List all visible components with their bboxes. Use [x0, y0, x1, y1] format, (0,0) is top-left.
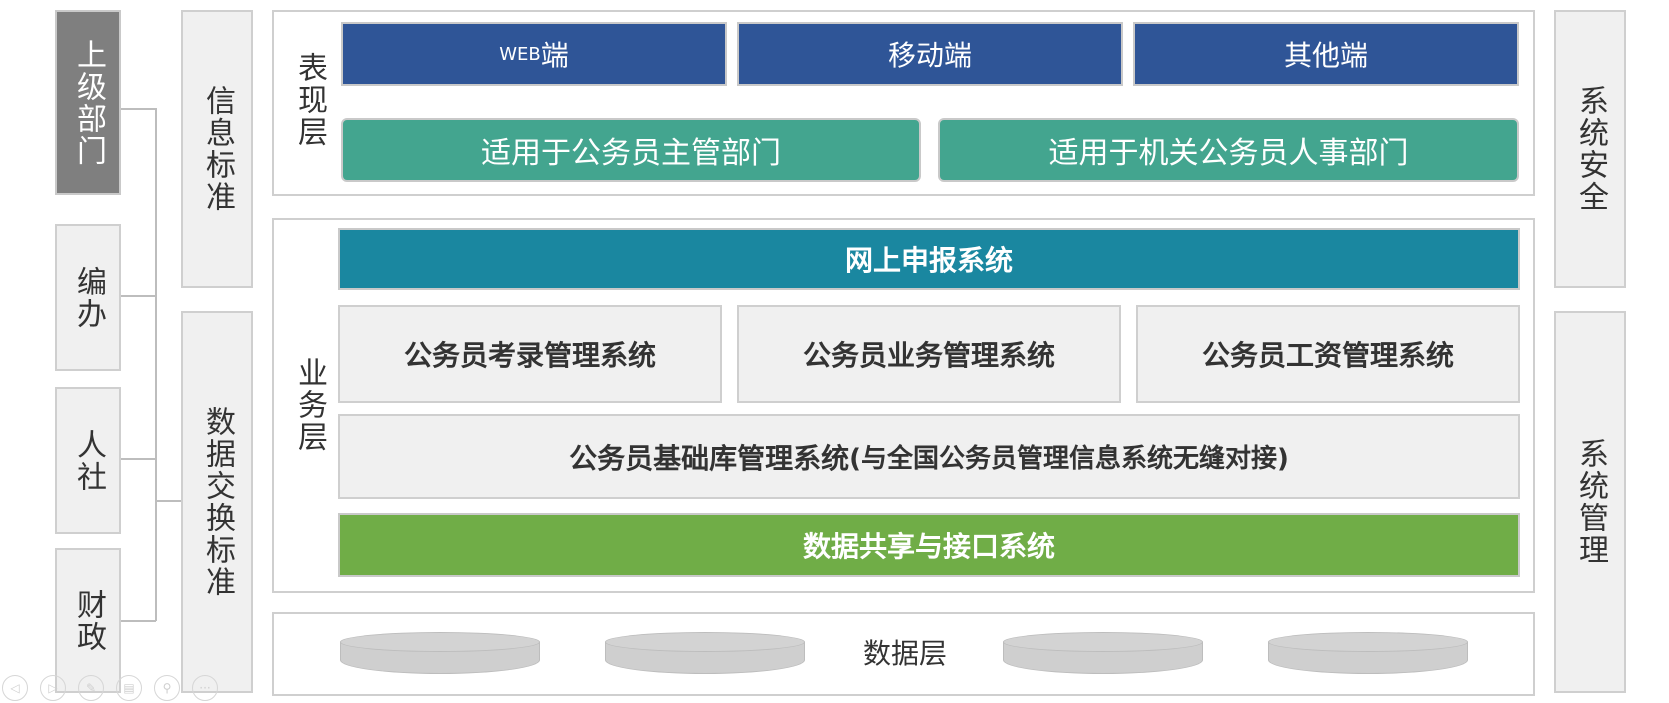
- online-declaration-system: 网上申报系统: [338, 228, 1520, 290]
- database-top: [605, 632, 805, 652]
- prev-icon[interactable]: ◁: [2, 675, 28, 701]
- more-icon[interactable]: ···: [192, 675, 218, 701]
- database-icon: [605, 632, 805, 676]
- database-top: [340, 632, 540, 652]
- exam-admission-system: 公务员考录管理系统: [338, 305, 722, 403]
- connector-vertical: [155, 108, 157, 621]
- slides-icon[interactable]: ▤: [116, 675, 142, 701]
- connector-to-standard: [155, 500, 182, 502]
- system-management-label: 系统管理: [1573, 438, 1608, 566]
- mobile-client: 移动端: [737, 22, 1123, 86]
- database-top: [1003, 632, 1203, 652]
- business-management-system: 公务员业务管理系统: [737, 305, 1121, 403]
- base-database-system: 公务员基础库管理系统(与全国公务员管理信息系统无缝对接): [338, 414, 1520, 499]
- database-icon: [1003, 632, 1203, 676]
- hr-dept-audience: 适用于机关公务员人事部门: [938, 118, 1519, 182]
- info-standard: 信息标准: [181, 10, 253, 288]
- zoom-icon[interactable]: ⚲: [154, 675, 180, 701]
- data-exchange-standard-label: 数据交换标准: [200, 406, 235, 598]
- system-security: 系统安全: [1554, 10, 1626, 288]
- dept-admin-audience: 适用于公务员主管部门: [341, 118, 921, 182]
- dept-renshe-label: 人社: [71, 428, 106, 493]
- system-management: 系统管理: [1554, 311, 1626, 693]
- dept-bianban-label: 编办: [71, 265, 106, 330]
- data-sharing-interface-system: 数据共享与接口系统: [338, 513, 1520, 577]
- dept-caizheng-label: 财政: [71, 588, 106, 653]
- connector-caizheng: [121, 620, 156, 622]
- web-client-prefix: WEB: [499, 43, 541, 65]
- dept-superior-label: 上级部门: [71, 38, 106, 167]
- other-client: 其他端: [1133, 22, 1519, 86]
- web-client-suffix: 端: [540, 39, 569, 72]
- dept-bianban: 编办: [55, 224, 121, 371]
- info-standard-label: 信息标准: [200, 85, 235, 213]
- base-database-system-title: 公务员基础库管理系统: [569, 441, 850, 475]
- connector-superior: [121, 108, 156, 110]
- dept-renshe: 人社: [55, 387, 121, 534]
- dept-caizheng: 财政: [55, 548, 121, 693]
- salary-management-system: 公务员工资管理系统: [1136, 305, 1520, 403]
- connector-renshe: [121, 458, 156, 460]
- database-icon: [1268, 632, 1468, 676]
- data-layer-label: 数据层: [862, 637, 947, 670]
- dept-superior: 上级部门: [55, 10, 121, 195]
- next-icon[interactable]: ▷: [40, 675, 66, 701]
- base-database-system-note: (与全国公务员管理信息系统无缝对接): [849, 444, 1289, 474]
- business-layer-label: 业务层: [292, 357, 327, 453]
- system-security-label: 系统安全: [1573, 85, 1608, 213]
- connector-bianban: [121, 295, 156, 297]
- pen-icon[interactable]: ✎: [78, 675, 104, 701]
- database-top: [1268, 632, 1468, 652]
- database-icon: [340, 632, 540, 676]
- presentation-layer-label: 表现层: [292, 52, 327, 148]
- data-exchange-standard: 数据交换标准: [181, 311, 253, 693]
